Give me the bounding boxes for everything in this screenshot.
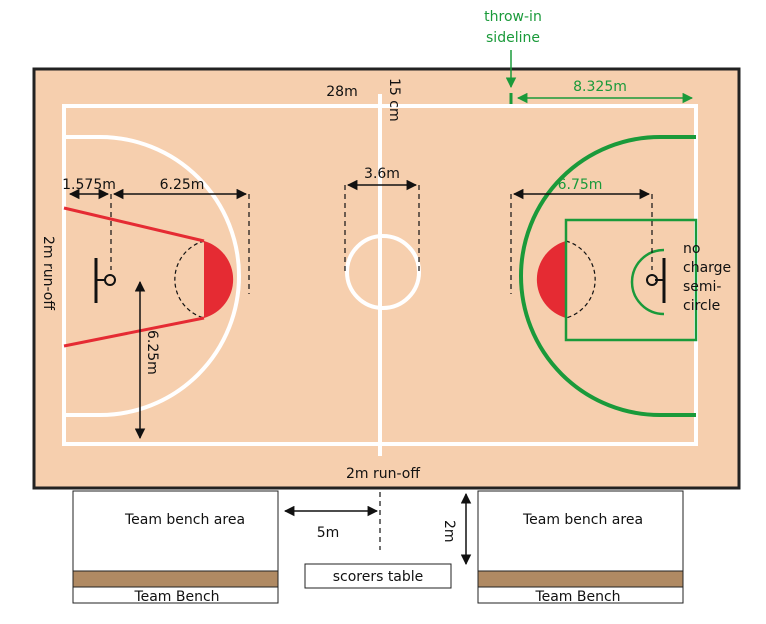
no-charge-label-1: no (683, 241, 700, 257)
run-off-left-label: 2m run-off (40, 236, 56, 310)
team-bench-left-label: Team Bench (133, 589, 219, 605)
team-bench-right-label: Team Bench (534, 589, 620, 605)
team-bench-area-left-label: Team bench area (124, 512, 245, 528)
no-charge-label-4: circle (683, 298, 720, 314)
throw-in-label-2: sideline (486, 30, 540, 46)
left-three-point-line (64, 135, 241, 417)
run-off-bottom-label: 2m run-off (346, 466, 420, 482)
label-8325: 8.325m (573, 79, 627, 95)
label-625-horizontal: 6.25m (160, 177, 205, 193)
throw-in-label-1: throw-in (484, 9, 542, 25)
left-key-line-bottom (63, 316, 205, 348)
scorers-table (304, 563, 452, 589)
label-1575: 1.575m (62, 177, 116, 193)
right-restricted-area (536, 241, 566, 318)
no-charge-label-2: charge (683, 260, 731, 276)
no-charge-label-3: semi- (683, 279, 722, 295)
label-2m: 2m (441, 520, 457, 543)
right-key (564, 218, 698, 342)
label-5m: 5m (317, 525, 340, 541)
right-basket (646, 274, 658, 286)
label-36: 3.6m (364, 166, 400, 182)
left-free-throw-circle-dashed (174, 240, 205, 319)
right-free-throw-circle-dashed (565, 240, 596, 319)
team-bench-right-wood (477, 570, 684, 588)
right-three-point-line (519, 135, 696, 417)
centre-circle (345, 234, 421, 310)
left-key-line-top (63, 206, 205, 243)
team-bench-left-wood (72, 570, 279, 588)
scorers-table-label: scorers table (333, 569, 424, 585)
label-28m: 28m (326, 84, 357, 100)
court-surface (32, 67, 741, 490)
label-625-vertical: 6.25m (144, 330, 160, 375)
team-bench-area-right-label: Team bench area (522, 512, 643, 528)
no-charge-semicircle (630, 248, 665, 316)
left-basket (104, 274, 116, 286)
left-restricted-area (204, 241, 234, 318)
label-675: 6.75m (558, 177, 603, 193)
label-15cm: 15 cm (386, 78, 402, 122)
